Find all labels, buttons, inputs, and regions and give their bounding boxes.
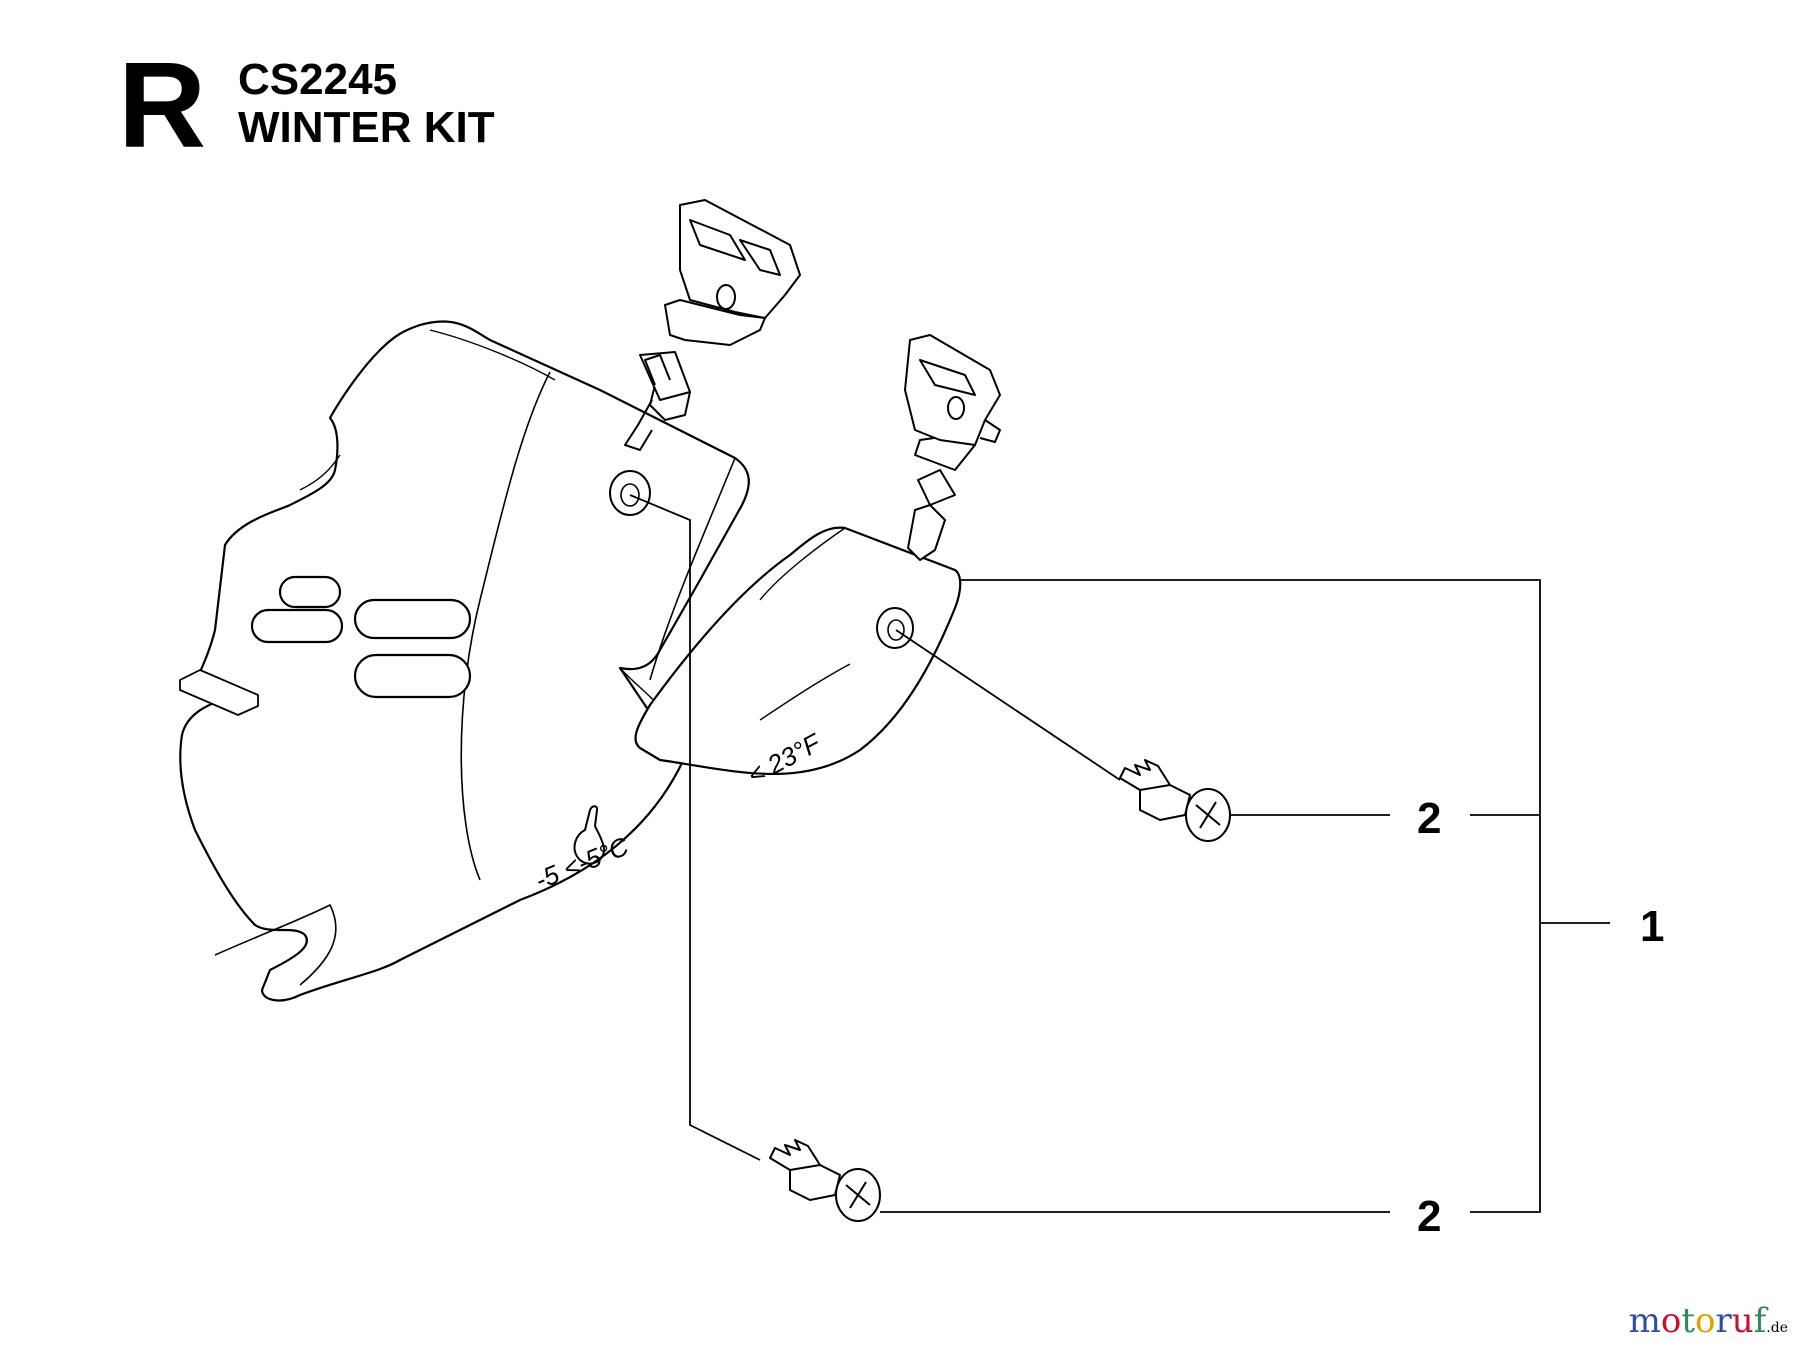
model-number: CS2245 bbox=[238, 55, 398, 104]
watermark-logo: motoruf.de bbox=[1629, 1301, 1788, 1341]
watermark-letter: m bbox=[1628, 1301, 1661, 1341]
watermark-letter: r bbox=[1715, 1301, 1732, 1341]
watermark-letter: u bbox=[1731, 1301, 1754, 1341]
watermark-letter: f bbox=[1753, 1301, 1767, 1341]
right-connector bbox=[904, 334, 1001, 561]
section-letter: R bbox=[118, 37, 207, 173]
watermark-letter: o bbox=[1695, 1301, 1716, 1341]
watermark-letter: t bbox=[1681, 1301, 1696, 1341]
leader-hole-to-lower-screw bbox=[629, 494, 761, 1161]
large-cover-plate bbox=[179, 320, 750, 1002]
watermark-brand: motoruf bbox=[1629, 1301, 1767, 1341]
kit-name: WINTER KIT bbox=[238, 103, 495, 152]
leader-lines bbox=[629, 494, 1610, 1213]
left-connector bbox=[624, 199, 801, 451]
bracket-group bbox=[960, 579, 1541, 1213]
callout-part-2-upper: 2 bbox=[1417, 794, 1442, 843]
callout-part-2-lower: 2 bbox=[1417, 1192, 1442, 1241]
screw-upper bbox=[1119, 759, 1231, 842]
page-title: CS2245 WINTER KIT bbox=[238, 56, 495, 152]
callout-part-1: 1 bbox=[1640, 902, 1665, 951]
watermark-letter: o bbox=[1660, 1301, 1682, 1341]
watermark-suffix: .de bbox=[1766, 1320, 1788, 1336]
screw-lower bbox=[769, 1139, 881, 1222]
leader-hole-to-upper-screw bbox=[895, 629, 1121, 781]
small-cover-plate bbox=[634, 526, 962, 776]
